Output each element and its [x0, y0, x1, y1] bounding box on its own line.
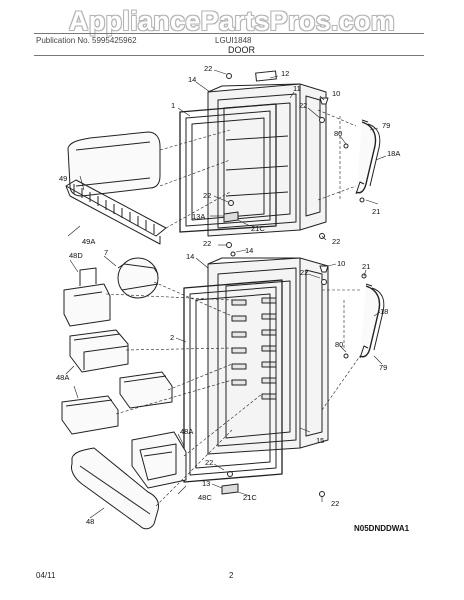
- watermark: AppliancePartsPros.com: [68, 6, 396, 36]
- freezer-handle: [355, 119, 381, 195]
- egg-bin-or-container: [117, 257, 159, 299]
- door-bin-lower: [61, 395, 119, 435]
- callout-2: 2: [170, 333, 174, 342]
- callout-80: 80: [334, 129, 342, 138]
- callout-22: 22: [203, 239, 211, 248]
- screws: [226, 73, 367, 497]
- callout-14: 14: [186, 252, 194, 261]
- door-shelf-supports-left: [231, 299, 247, 386]
- callout-22: 22: [204, 64, 212, 73]
- callout-79: 79: [382, 121, 390, 130]
- callout-1: 1: [171, 101, 175, 110]
- callout-labels: 22 14 12 11 10 22 1 80 79 18A 21 49 22 1…: [56, 64, 400, 526]
- footer-date: 04/11: [36, 571, 56, 580]
- section-title: DOOR: [228, 45, 255, 55]
- callout-21c: 21C: [251, 224, 265, 233]
- callout-13: 13: [202, 479, 210, 488]
- callout-13a: 13A: [192, 212, 205, 221]
- callout-11: 11: [293, 84, 301, 93]
- callout-14: 14: [188, 75, 196, 84]
- door-bin-upper: [69, 329, 129, 373]
- callout-48a: 48A: [180, 427, 193, 436]
- callout-10: 10: [337, 259, 345, 268]
- header-rule-bottom: [34, 55, 424, 56]
- model-number: LGUI1848: [215, 36, 252, 45]
- fresh-food-hinge: [221, 471, 239, 495]
- callout-10: 10: [332, 89, 340, 98]
- fresh-food-door-panel: [207, 257, 329, 455]
- callout-14: 14: [245, 246, 253, 255]
- door-bin-middle: [119, 371, 173, 409]
- callout-49a: 49A: [82, 237, 95, 246]
- callout-80: 80: [335, 340, 343, 349]
- callout-48: 48: [86, 517, 94, 526]
- callout-15: 15: [316, 436, 324, 445]
- callout-21: 21: [372, 207, 380, 216]
- fresh-food-door-gasket: [183, 279, 283, 483]
- header-rule-top: [34, 33, 424, 34]
- callout-48c: 48C: [198, 493, 212, 502]
- callout-7: 7: [104, 248, 108, 257]
- callout-48d: 48D: [69, 251, 83, 260]
- callout-18a: 18A: [387, 149, 400, 158]
- fresh-food-handle: [359, 283, 385, 359]
- callout-22: 22: [300, 268, 308, 277]
- freezer-door-panel: [207, 70, 327, 237]
- callout-21c: 21C: [243, 493, 257, 502]
- dairy-compartment: [131, 431, 187, 489]
- publication-number: Publication No. 5995425962: [36, 36, 137, 45]
- fresh-food-guide-lines: [105, 281, 362, 507]
- callout-79: 79: [379, 363, 387, 372]
- leader-lines: [65, 69, 387, 519]
- callout-22: 22: [331, 499, 339, 508]
- caps: [319, 97, 329, 273]
- callout-49: 49: [59, 174, 67, 183]
- callout-21: 21: [362, 262, 370, 271]
- callout-48a: 48A: [56, 373, 69, 382]
- freezer-door-shelf: [67, 131, 161, 197]
- butter-bin: [63, 267, 111, 327]
- freezer-door-gasket: [179, 103, 277, 233]
- callout-22: 22: [205, 458, 213, 467]
- page-number: 2: [229, 571, 234, 580]
- callout-18: 18: [380, 307, 388, 316]
- callout-22: 22: [203, 191, 211, 200]
- callout-22: 22: [332, 237, 340, 246]
- callout-12: 12: [281, 69, 289, 78]
- callout-22: 22: [299, 101, 307, 110]
- diagram-code: N05DNDDWA1: [354, 524, 410, 533]
- lower-door-shelf: [71, 447, 159, 530]
- door-shelf-supports-right: [261, 297, 277, 400]
